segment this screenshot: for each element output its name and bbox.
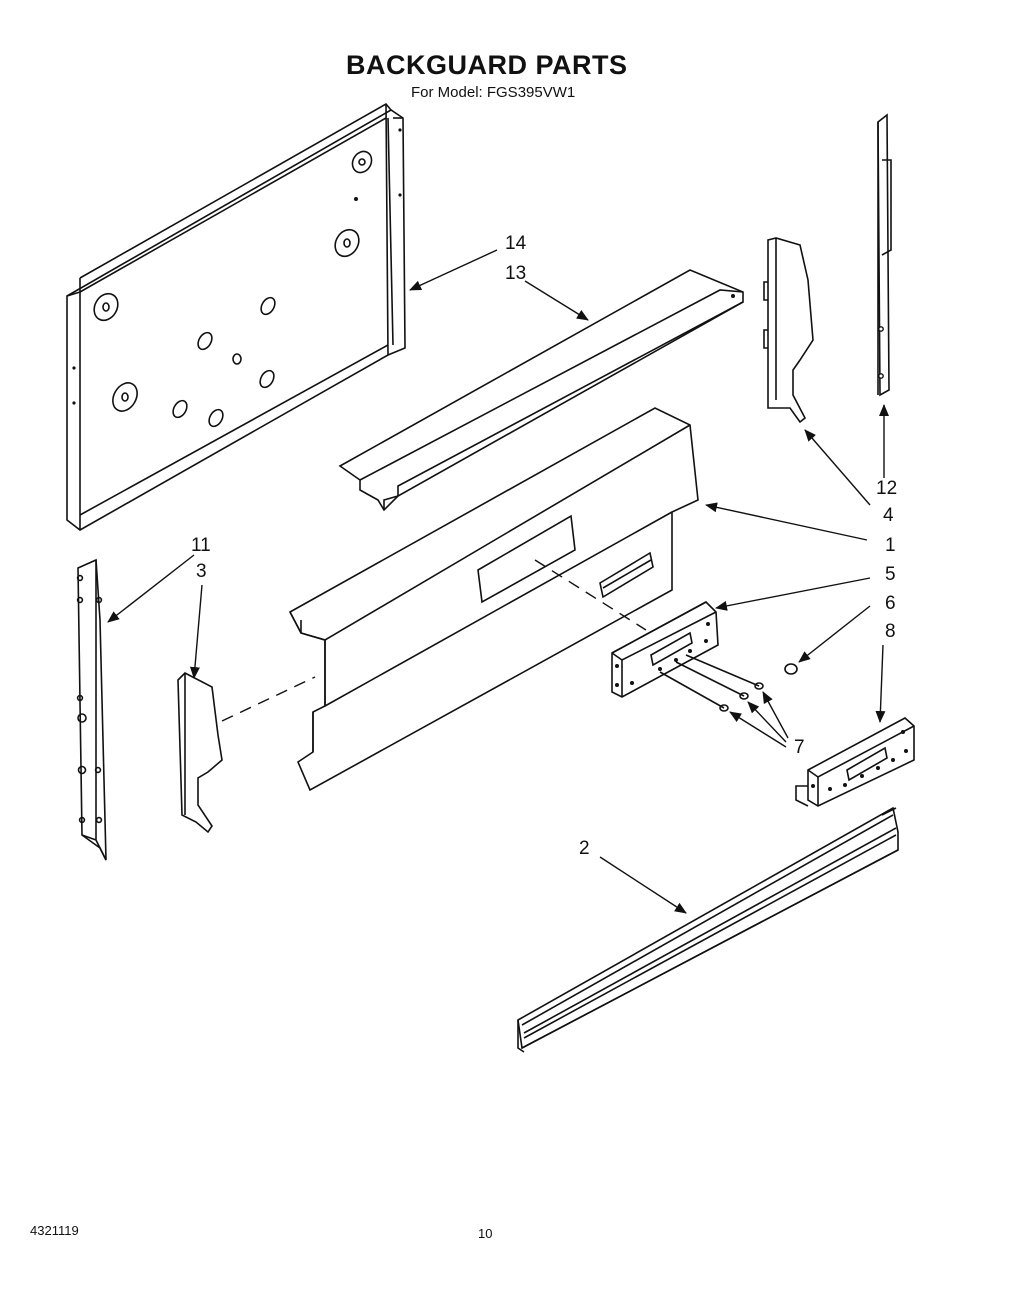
callout-13: 13: [505, 263, 526, 284]
part-14-rear-panel: [66, 102, 406, 531]
part-1-backguard-housing: [288, 407, 699, 792]
callout-5: 5: [885, 564, 896, 585]
part-3-left-end-cap: [177, 672, 223, 834]
leader-lines: [107, 249, 889, 914]
callout-7: 7: [794, 737, 805, 758]
callout-11: 11: [191, 535, 211, 556]
diagram-title: BACKGUARD PARTS: [346, 50, 628, 80]
part-7-screws: [659, 654, 764, 712]
page-number: 10: [478, 1226, 493, 1241]
part-12-right-trim-strip: [877, 113, 892, 397]
part-4-right-end-cap: [763, 237, 814, 424]
callout-6: 6: [885, 593, 896, 614]
part-11-left-trim-strip: [76, 558, 107, 861]
callout-1: 1: [885, 535, 896, 556]
callout-4: 4: [883, 505, 894, 526]
model-subtitle: For Model: FGS395VW1: [411, 84, 576, 101]
assembly-line-left: [221, 676, 316, 722]
callout-2: 2: [579, 838, 590, 859]
callout-8: 8: [885, 621, 896, 642]
callout-14: 14: [505, 233, 527, 254]
part-5-control-plate: [611, 601, 719, 698]
callout-12: 12: [876, 478, 897, 499]
part-8-overlay-plate: [795, 717, 915, 807]
part-13-top-trim: [338, 269, 744, 512]
part-6-bumper: [784, 663, 798, 675]
assembly-line-window: [534, 559, 647, 631]
part-number: 4321119: [30, 1223, 79, 1238]
part-2-bottom-trim: [517, 806, 899, 1053]
callout-3: 3: [196, 561, 207, 582]
